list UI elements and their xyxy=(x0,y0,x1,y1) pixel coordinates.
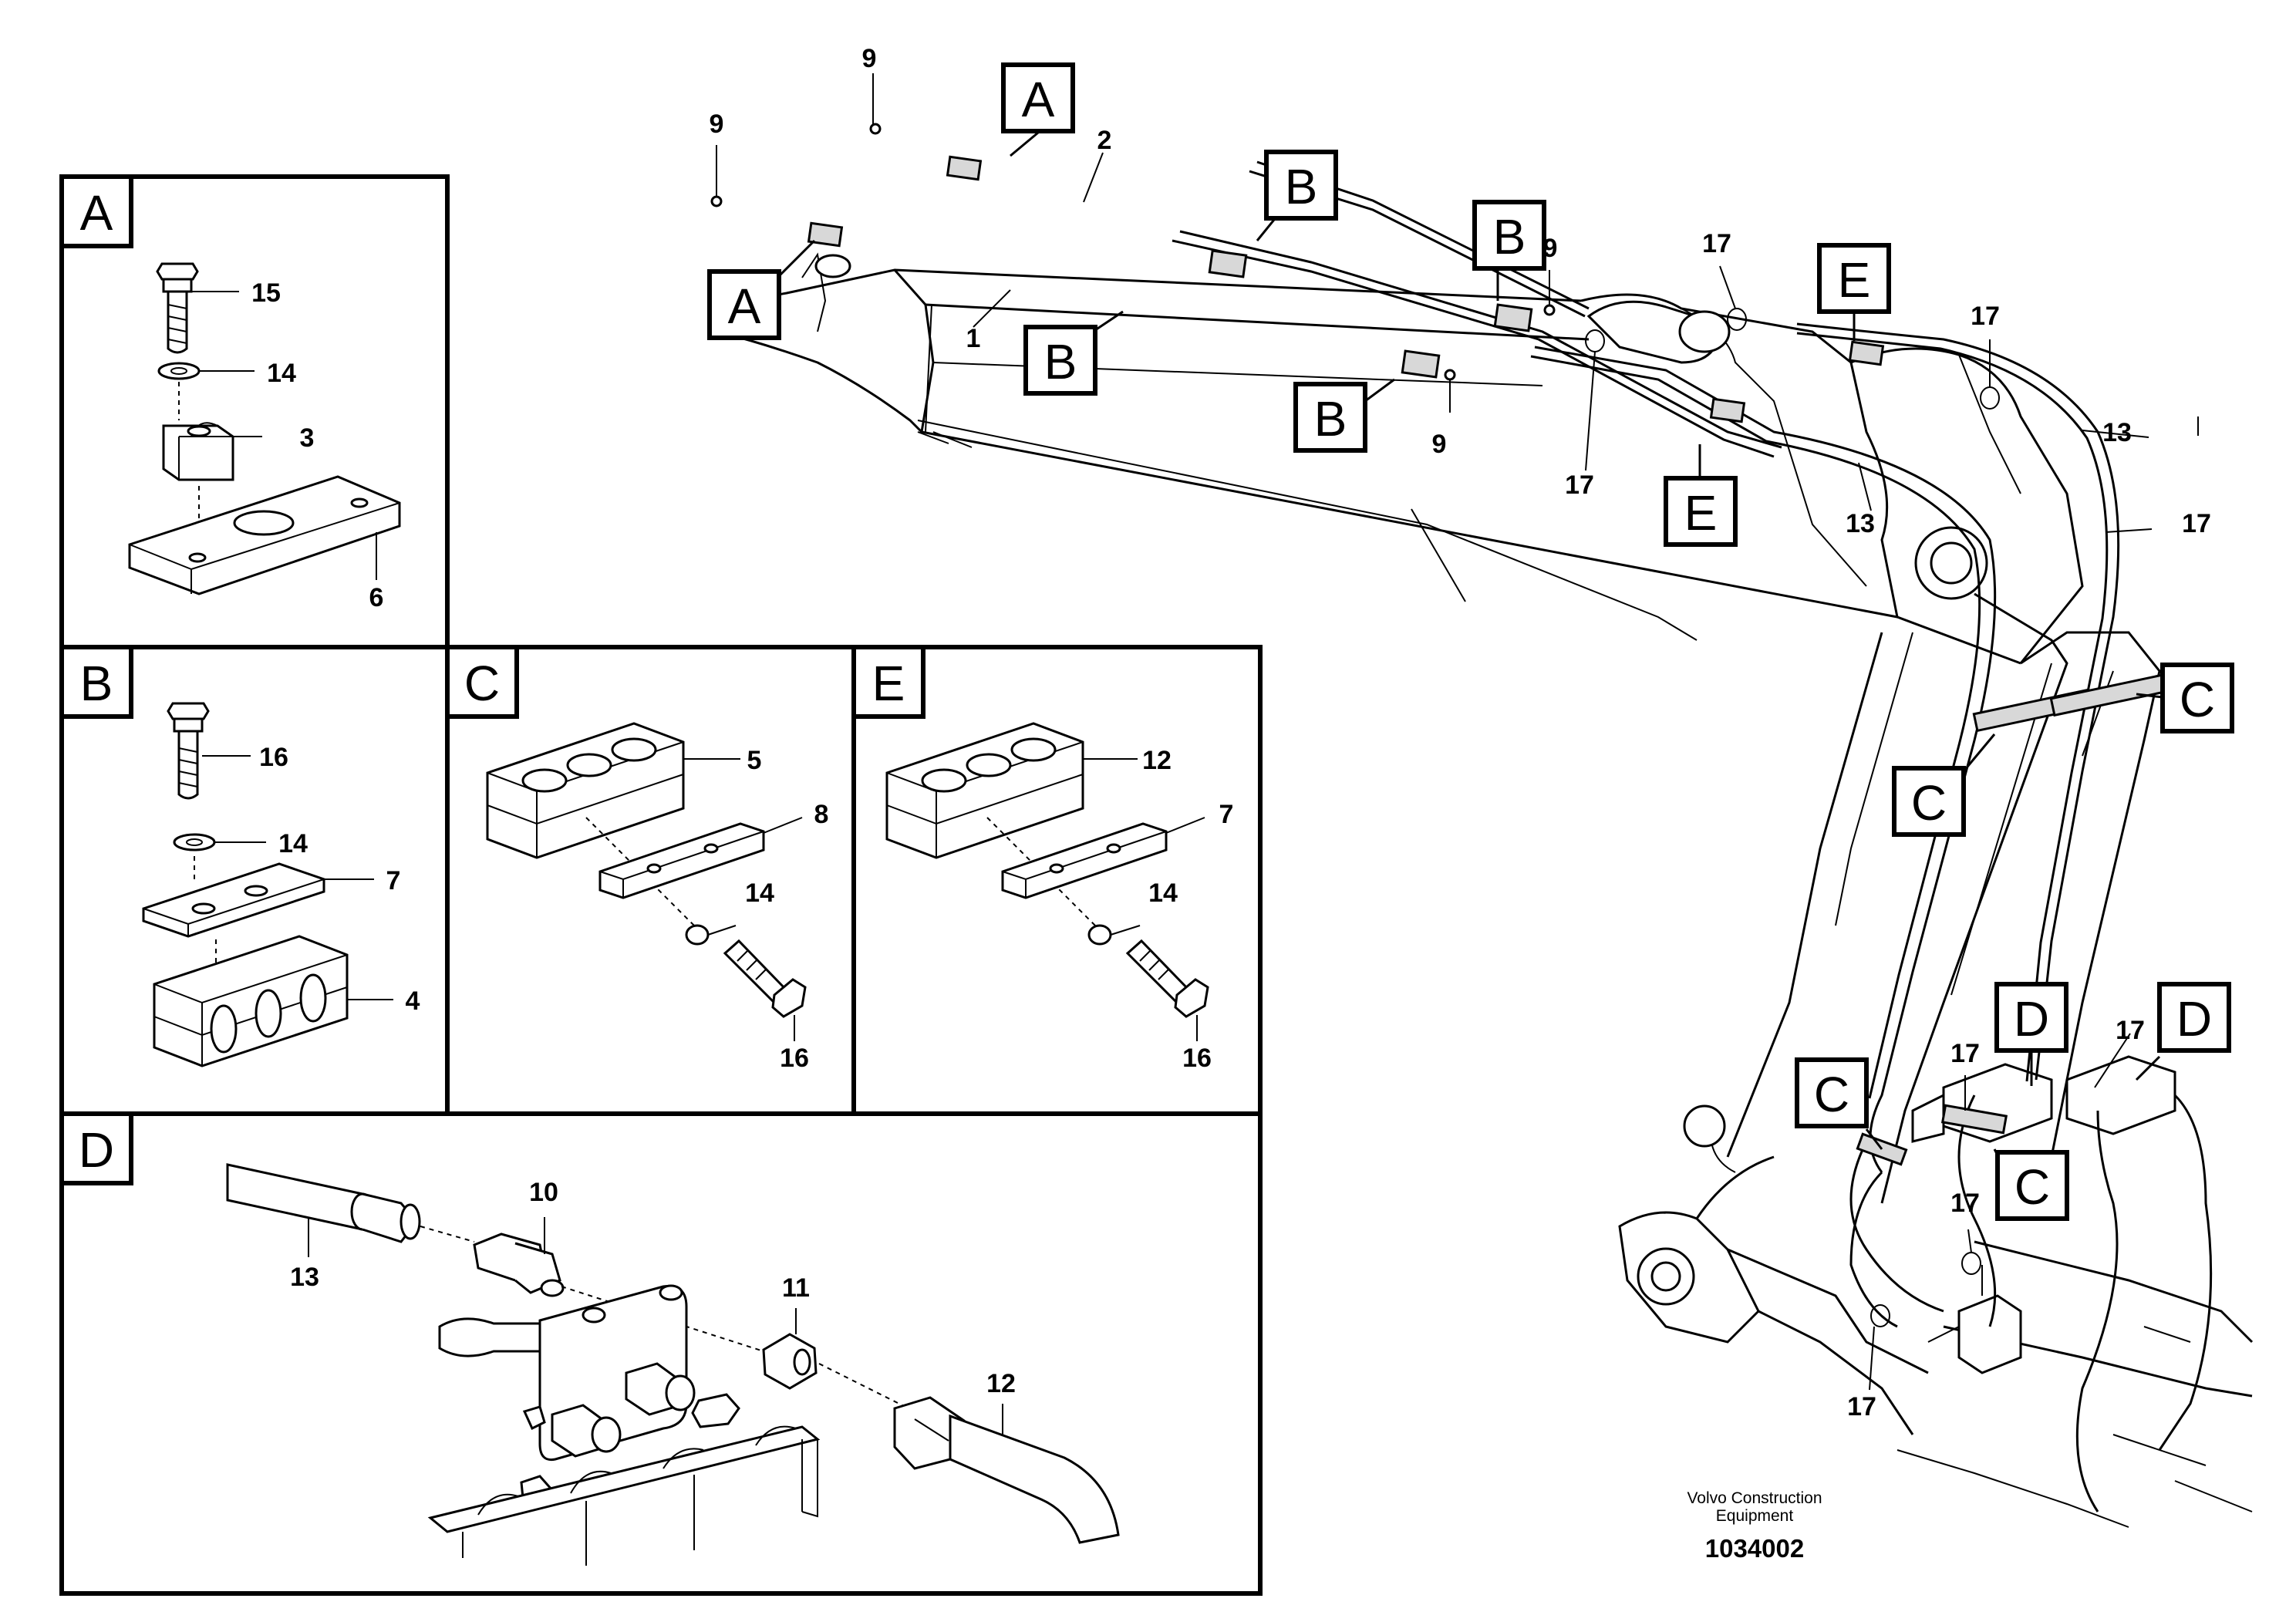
part-label-1: 1 xyxy=(966,324,981,353)
detail-a-drawing xyxy=(128,262,401,595)
section-marker-c-1: C xyxy=(2160,663,2234,733)
svg-text:B: B xyxy=(1285,159,1318,214)
part-label-8: 8 xyxy=(814,800,829,829)
part-label-6: 6 xyxy=(369,583,384,612)
detail-panel-a-letter: A xyxy=(59,174,133,248)
part-label-12: 12 xyxy=(1142,746,1172,775)
main-part-labels: 9 9 9 9 2 1 17 17 17 17 17 17 17 17 13 1… xyxy=(710,44,2211,1421)
svg-text:E: E xyxy=(1838,252,1871,308)
part-label-17: 17 xyxy=(1565,470,1594,500)
boom-arm-illustration xyxy=(710,123,2254,1528)
part-label-14: 14 xyxy=(278,829,308,858)
part-label-7: 7 xyxy=(1219,800,1234,829)
part-label-17: 17 xyxy=(1950,1039,1980,1068)
detail-panel-b-letter: B xyxy=(59,645,133,719)
credit-line-2: Equipment xyxy=(1716,1507,1794,1525)
svg-text:A: A xyxy=(80,185,113,241)
part-label-9: 9 xyxy=(710,110,724,139)
part-label-14: 14 xyxy=(1148,878,1178,908)
section-marker-b-4: B xyxy=(1293,382,1367,453)
part-label-9: 9 xyxy=(862,44,877,73)
section-marker-b-1: B xyxy=(1264,150,1338,221)
section-marker-d-2: D xyxy=(2157,982,2231,1053)
part-label-4: 4 xyxy=(406,986,420,1016)
svg-text:D: D xyxy=(79,1122,114,1178)
section-marker-b-3: B xyxy=(1023,325,1097,396)
section-marker-c-2: C xyxy=(1892,766,1966,837)
part-label-10: 10 xyxy=(529,1178,558,1207)
part-label-15: 15 xyxy=(251,278,281,308)
leader-lines xyxy=(716,73,2199,1391)
svg-text:E: E xyxy=(872,656,905,711)
part-label-17: 17 xyxy=(2182,509,2211,538)
svg-text:C: C xyxy=(2014,1159,2050,1215)
part-label-16: 16 xyxy=(259,743,288,772)
svg-text:B: B xyxy=(1493,209,1526,265)
detail-panel-d-letter: D xyxy=(59,1111,133,1185)
part-label-13: 13 xyxy=(290,1263,319,1292)
part-label-5: 5 xyxy=(747,746,762,775)
svg-text:C: C xyxy=(2180,672,2215,727)
part-label-17: 17 xyxy=(1971,302,2000,331)
svg-text:A: A xyxy=(728,278,761,334)
svg-text:C: C xyxy=(1911,775,1947,831)
svg-text:C: C xyxy=(464,656,500,711)
document-number: 1034002 xyxy=(1705,1534,1804,1563)
detail-d-drawing xyxy=(226,1163,1120,1566)
part-label-16: 16 xyxy=(1182,1044,1212,1073)
section-marker-a-left: A xyxy=(707,269,781,340)
svg-text:E: E xyxy=(1684,485,1718,541)
svg-text:C: C xyxy=(1814,1067,1849,1122)
part-label-14: 14 xyxy=(267,359,296,388)
part-label-12: 12 xyxy=(986,1369,1016,1398)
credit-line-1: Volvo Construction xyxy=(1687,1489,1822,1507)
part-label-17: 17 xyxy=(1847,1392,1876,1421)
part-label-3: 3 xyxy=(300,423,315,453)
detail-panel-e-letter: E xyxy=(851,645,925,719)
part-label-17: 17 xyxy=(1702,229,1731,258)
section-marker-d-1: D xyxy=(1994,982,2068,1053)
svg-text:B: B xyxy=(80,656,113,711)
part-label-13: 13 xyxy=(2102,418,2132,447)
detail-panel-frames xyxy=(59,174,1263,1596)
svg-text:D: D xyxy=(2014,991,2049,1047)
detail-b-drawing xyxy=(142,702,393,1067)
section-marker-c-4: C xyxy=(1995,1150,2069,1221)
detail-c-drawing xyxy=(486,722,807,1041)
section-markers xyxy=(777,131,2163,1199)
section-marker-c-3: C xyxy=(1795,1057,1869,1128)
part-label-14: 14 xyxy=(745,878,774,908)
svg-text:B: B xyxy=(1314,391,1347,447)
part-label-17: 17 xyxy=(1950,1189,1980,1218)
svg-text:A: A xyxy=(1022,72,1055,127)
svg-text:B: B xyxy=(1044,334,1077,389)
svg-text:D: D xyxy=(2176,991,2212,1047)
part-label-2: 2 xyxy=(1097,126,1112,155)
part-label-13: 13 xyxy=(1846,509,1875,538)
part-label-9: 9 xyxy=(1543,234,1558,263)
section-marker-a-top: A xyxy=(1001,62,1075,133)
part-label-17: 17 xyxy=(2116,1016,2145,1045)
part-label-7: 7 xyxy=(386,866,401,895)
section-marker-e-1: E xyxy=(1817,243,1891,314)
detail-e-drawing xyxy=(885,722,1209,1041)
part-label-9: 9 xyxy=(1432,430,1447,459)
part-label-16: 16 xyxy=(780,1044,809,1073)
section-marker-b-2: B xyxy=(1472,200,1546,271)
part-label-11: 11 xyxy=(782,1273,810,1303)
detail-panel-c-letter: C xyxy=(445,645,519,719)
section-marker-e-2: E xyxy=(1664,476,1738,547)
